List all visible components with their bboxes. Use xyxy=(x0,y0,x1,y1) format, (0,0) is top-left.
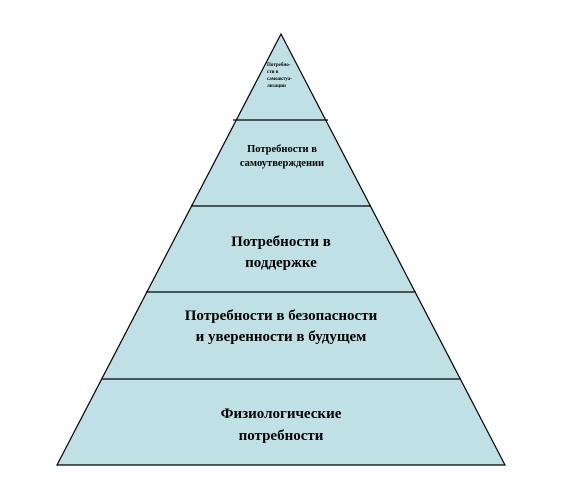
level-5-label: Физиологические потребности xyxy=(221,406,342,444)
level-3-label: Потребности в поддержке xyxy=(231,234,331,271)
pyramid-outline xyxy=(56,32,506,466)
level-3-line: поддержке xyxy=(245,255,317,271)
level-5-line: потребности xyxy=(239,428,324,444)
level-4-line: и уверенности в будущем xyxy=(196,329,367,345)
level-2-line: Потребности в xyxy=(247,144,317,155)
level-1-line: самоактуа- xyxy=(267,77,292,82)
level-1-label: Потребно- сти в самоактуа- лизации xyxy=(267,63,292,89)
level-2-label: Потребности в самоутверждении xyxy=(240,144,324,169)
level-3-line: Потребности в xyxy=(231,234,331,250)
level-2-line: самоутверждении xyxy=(240,158,324,169)
level-1-line: сти в xyxy=(267,70,279,75)
level-4-line: Потребности в безопасности xyxy=(185,308,378,324)
level-5-line: Физиологические xyxy=(221,406,342,422)
level-4-label: Потребности в безопасности и уверенности… xyxy=(185,308,378,345)
level-1-line: лизации xyxy=(267,84,286,89)
level-1-line: Потребно- xyxy=(267,63,291,68)
